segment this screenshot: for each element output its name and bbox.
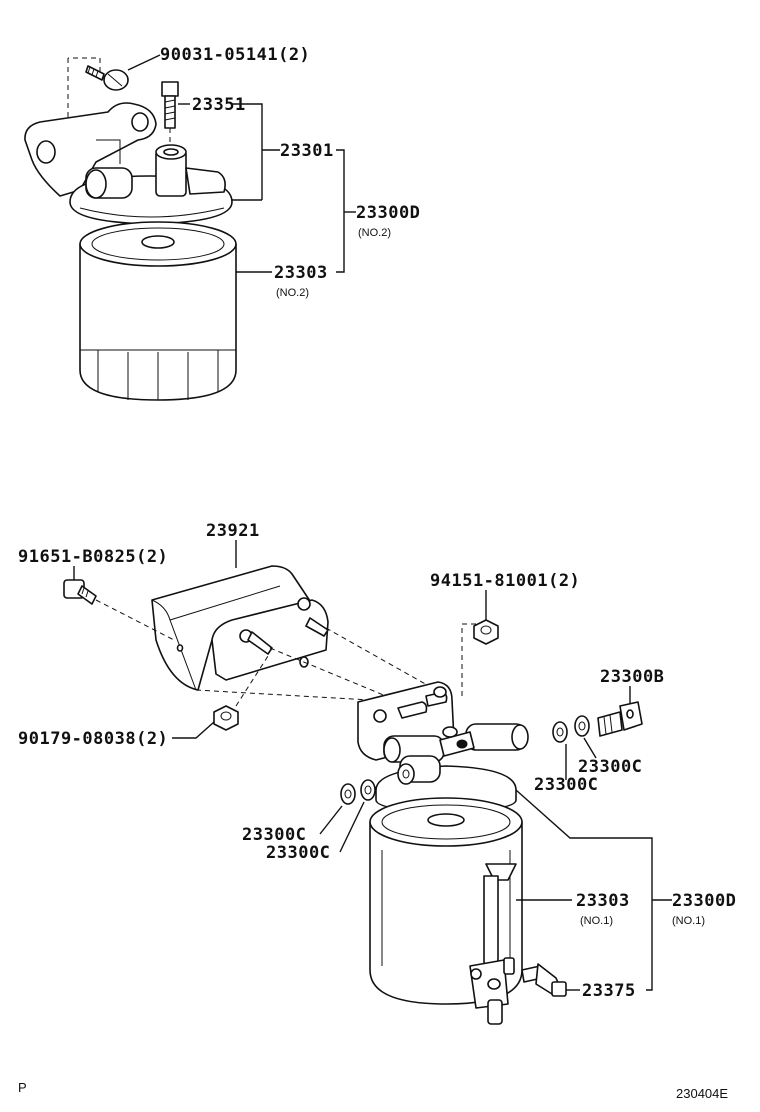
bottom-filter-assembly: 23921 91651-B0825(2) 94151-81001(2) 2330…	[18, 521, 736, 1025]
label-23375[interactable]: 23375	[582, 981, 636, 1001]
label-90031-05141[interactable]: 90031-05141(2)	[160, 45, 310, 65]
switch-23375-part[interactable]	[521, 963, 567, 997]
assembly-line-1	[195, 689, 371, 701]
label-23303-no2[interactable]: 23303	[274, 263, 328, 283]
gasket-23300c-right-1-part[interactable]	[552, 721, 568, 743]
label-23300c-left-2[interactable]: 23300C	[266, 843, 330, 863]
nut-90179-axis	[235, 655, 269, 707]
nut-90179-08038-part[interactable]	[213, 705, 239, 731]
sublabel-23303-no2: (NO.2)	[276, 287, 309, 299]
bolt-23351-part[interactable]	[161, 81, 179, 129]
label-23921[interactable]: 23921	[206, 521, 260, 541]
group-bracket-23300d-no2	[336, 149, 345, 273]
assembly-line-3	[325, 627, 437, 691]
sublabel-23300d-no2: (NO.2)	[358, 227, 391, 239]
leader-bracket-23351	[232, 103, 263, 200]
label-23301[interactable]: 23301	[280, 141, 334, 161]
bolt-90031-05141-part[interactable]	[85, 65, 129, 91]
bolt-91651-axis	[95, 599, 175, 641]
label-23300b[interactable]: 23300B	[600, 667, 664, 687]
filter-head-part[interactable]	[357, 681, 529, 813]
leader-23300c-left-2	[339, 801, 365, 853]
label-23300c-right-1[interactable]: 23300C	[534, 775, 598, 795]
group-bracket-23300d-no1	[515, 789, 653, 991]
top-reference-line-2	[68, 57, 101, 72]
bracket-23921-part[interactable]	[151, 565, 329, 691]
nut-94151-axis	[461, 623, 476, 700]
sublabel-23303-no1: (NO.1)	[580, 915, 613, 927]
label-91651-b0825[interactable]: 91651-B0825(2)	[18, 547, 168, 567]
gasket-23300c-left-1-part[interactable]	[340, 783, 356, 805]
union-bolt-23300b-part[interactable]	[597, 701, 643, 737]
leader-90031	[127, 54, 161, 71]
label-23351[interactable]: 23351	[192, 95, 246, 115]
bracket-23301-part[interactable]	[24, 102, 233, 225]
nut-94151-81001-part[interactable]	[473, 619, 499, 645]
sublabel-23300d-no1: (NO.1)	[672, 915, 705, 927]
footer-diagram-code: 230404E	[676, 1086, 728, 1101]
filter-23303-no2-part[interactable]	[79, 221, 237, 401]
label-23300d-no2[interactable]: 23300D	[356, 203, 420, 223]
leader-23300c-left-1	[319, 805, 343, 835]
bolt-91651-b0825-part[interactable]	[63, 579, 97, 605]
gasket-23300c-left-2-part[interactable]	[360, 779, 376, 801]
gasket-23300c-right-2-part[interactable]	[574, 715, 590, 737]
label-23300c-right-2[interactable]: 23300C	[578, 757, 642, 777]
footer-left-code: P	[18, 1080, 27, 1095]
top-filter-assembly: 90031-05141(2) 23351 23301 23300D (NO.2)…	[24, 45, 420, 401]
label-23300d-no1[interactable]: 23300D	[672, 891, 736, 911]
label-94151-81001[interactable]: 94151-81001(2)	[430, 571, 580, 591]
leader-23300c-right-2	[583, 737, 597, 759]
label-23303-no1[interactable]: 23303	[576, 891, 630, 911]
label-90179-08038[interactable]: 90179-08038(2)	[18, 729, 168, 749]
leader-90179	[172, 721, 215, 739]
filter-23303-no1-part[interactable]	[369, 797, 523, 1025]
label-23300c-left-1[interactable]: 23300C	[242, 825, 306, 845]
